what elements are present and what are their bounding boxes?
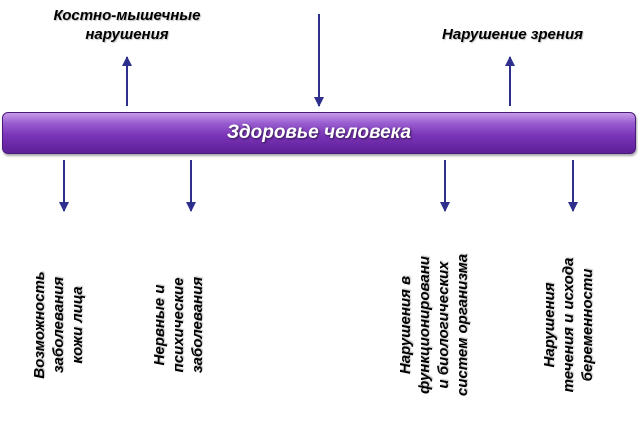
label-vision: Нарушение зрения bbox=[442, 26, 583, 43]
label-pregnancy: Нарушения течения и исхода беременности bbox=[541, 257, 596, 393]
label-nervous: Нервные и психические заболевания bbox=[151, 276, 206, 374]
label-musculoskeletal: Костно-мышечные нарушения bbox=[53, 7, 201, 43]
label-biological: Нарушения в функционировани и биологичес… bbox=[397, 253, 471, 397]
health-bar: Здоровье человека bbox=[2, 112, 636, 154]
health-bar-title: Здоровье человека bbox=[226, 122, 412, 143]
label-skin: Возможность заболевания кожи лица bbox=[31, 271, 86, 379]
